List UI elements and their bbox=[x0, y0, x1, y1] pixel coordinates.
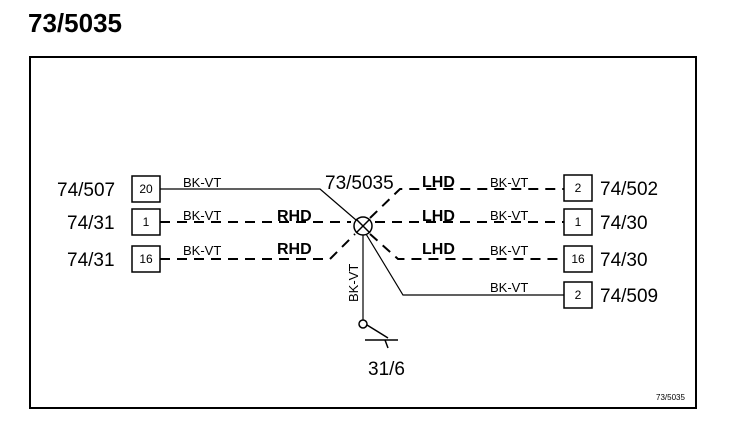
left-connector-2-name: 74/31 bbox=[67, 213, 115, 234]
wire-right-4 bbox=[365, 233, 564, 296]
right-connector-4-pin: 2 bbox=[575, 288, 582, 302]
wire-right-2-label: BK-VT bbox=[490, 208, 528, 223]
diagram-frame bbox=[29, 56, 697, 409]
ground-symbol bbox=[358, 319, 398, 349]
left-connector-1-pin: 20 bbox=[139, 182, 153, 196]
right-connector-1-name: 74/502 bbox=[600, 179, 658, 200]
lhd-label-2: LHD bbox=[422, 208, 455, 225]
splice-symbol bbox=[353, 216, 373, 236]
left-connector-3-name: 74/31 bbox=[67, 250, 115, 271]
page-title: 73/5035 bbox=[28, 8, 122, 38]
right-connector-3-pin: 16 bbox=[571, 252, 585, 266]
right-connector-1-pin: 2 bbox=[575, 181, 582, 195]
left-connector-2-box bbox=[131, 208, 161, 236]
right-connector-3-name: 74/30 bbox=[600, 250, 648, 271]
right-connector-1-box bbox=[563, 174, 593, 202]
wire-right-1-label: BK-VT bbox=[490, 175, 528, 190]
wire-left-3-label: BK-VT bbox=[183, 243, 221, 258]
splice-label: 73/5035 bbox=[325, 173, 394, 194]
ground-label: 31/6 bbox=[368, 359, 405, 380]
wire-right-3-label: BK-VT bbox=[490, 243, 528, 258]
wire-left-3 bbox=[160, 233, 356, 260]
left-connector-3-pin: 16 bbox=[139, 252, 153, 266]
left-connector-1-box bbox=[131, 175, 161, 203]
right-connector-3-box bbox=[563, 245, 593, 273]
left-connector-1-name: 74/507 bbox=[57, 180, 115, 201]
diagram-id: 73/5035 bbox=[656, 393, 685, 402]
right-connector-2-pin: 1 bbox=[575, 215, 582, 229]
wire-left-1-label: BK-VT bbox=[183, 175, 221, 190]
wire-left-2-label: BK-VT bbox=[183, 208, 221, 223]
wire-right-1 bbox=[369, 188, 564, 219]
left-connector-2-pin: 1 bbox=[143, 215, 150, 229]
right-connector-2-name: 74/30 bbox=[600, 213, 648, 234]
wire-ground-label: BK-VT bbox=[346, 264, 361, 302]
wire-right-4-label: BK-VT bbox=[490, 280, 528, 295]
wire-right-3 bbox=[369, 233, 564, 260]
rhd-label-1: RHD bbox=[277, 208, 312, 225]
right-connector-4-name: 74/509 bbox=[600, 286, 658, 307]
lhd-label-1: LHD bbox=[422, 174, 455, 191]
lhd-label-3: LHD bbox=[422, 241, 455, 258]
rhd-label-2: RHD bbox=[277, 241, 312, 258]
wire-left-1 bbox=[160, 188, 364, 227]
